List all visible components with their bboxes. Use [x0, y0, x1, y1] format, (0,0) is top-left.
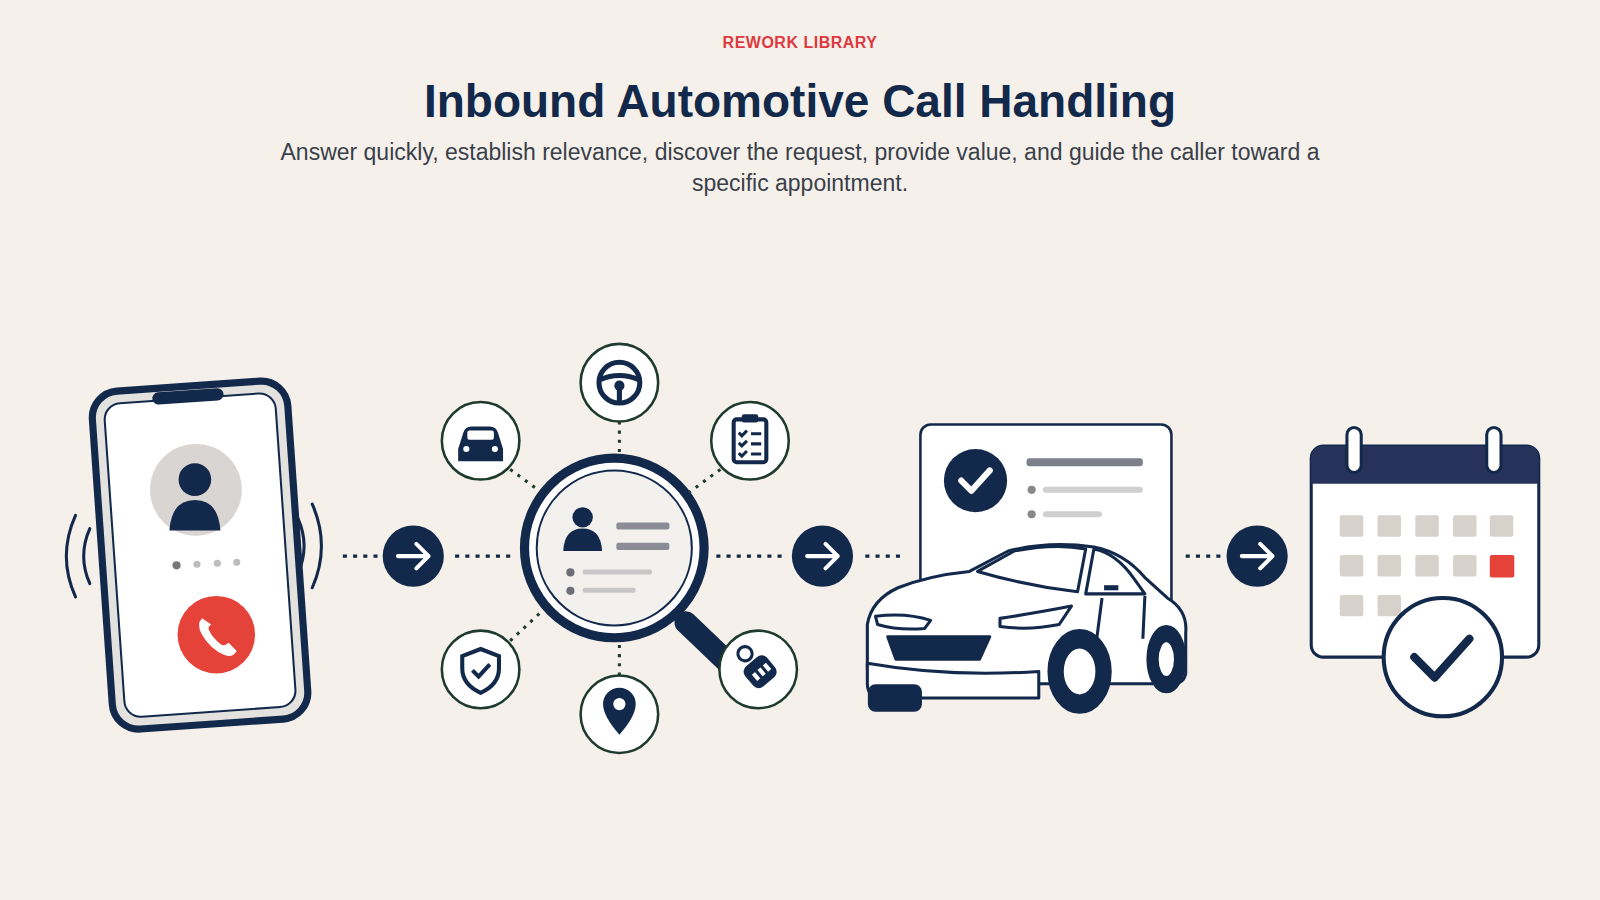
- calendar-day: [1340, 555, 1363, 576]
- calendar-day: [1340, 595, 1363, 616]
- calendar-day: [1415, 555, 1438, 576]
- calendar-day: [1340, 515, 1363, 536]
- calendar-day: [1453, 515, 1476, 536]
- calendar-day: [1490, 515, 1513, 536]
- page-header: REWORK LIBRARY Inbound Automotive Call Ha…: [0, 0, 1600, 200]
- calendar-day: [1453, 555, 1476, 576]
- calendar-day: [1415, 515, 1438, 536]
- diagram-caption: Answer quickly, establish relevance, dis…: [240, 137, 1360, 200]
- calendar-day: [1378, 555, 1401, 576]
- calendar-day: [1378, 515, 1401, 536]
- section-label: REWORK LIBRARY: [0, 34, 1600, 52]
- calendar-day: [1378, 595, 1401, 616]
- diagram-title: Inbound Automotive Call Handling: [0, 76, 1600, 127]
